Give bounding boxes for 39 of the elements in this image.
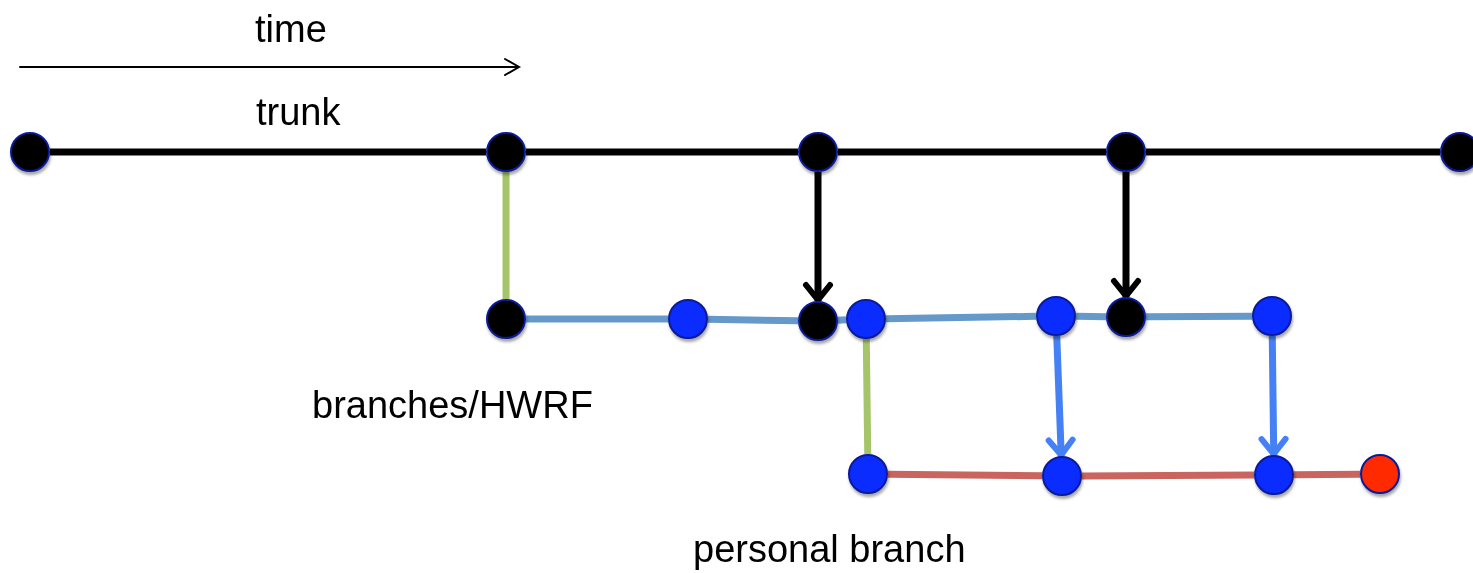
connector-line [1146, 148, 1440, 156]
connector-line [862, 338, 872, 455]
arrow [1111, 172, 1141, 299]
connector-line [1081, 471, 1255, 480]
connector-line [1293, 470, 1361, 479]
arrow [1258, 335, 1289, 457]
circle-node [1252, 296, 1292, 336]
connector-line [526, 315, 668, 323]
circle-node [798, 132, 838, 172]
circle-node [1036, 296, 1076, 336]
connector-line [707, 315, 799, 325]
connector-line [1075, 312, 1107, 321]
branch-label: personal branch [693, 530, 966, 568]
circle-node [486, 132, 526, 172]
circle-node [1106, 297, 1146, 337]
connector-line [526, 148, 798, 156]
circle-node [798, 301, 838, 341]
circle-node [846, 299, 886, 339]
axis-label: time [255, 10, 327, 48]
circle-node [1440, 132, 1473, 172]
circle-node [1360, 454, 1400, 494]
connector-line [887, 470, 1043, 480]
circle-node [10, 132, 50, 172]
branch-label: trunk [256, 93, 341, 131]
connector-line [50, 148, 486, 156]
circle-node [1106, 132, 1146, 172]
connector-line [837, 316, 847, 324]
connector-line [1145, 312, 1253, 321]
circle-node [848, 454, 888, 494]
connector-line [885, 312, 1037, 323]
circle-node [668, 299, 708, 339]
connector-line [838, 148, 1106, 156]
arrow [803, 172, 833, 303]
circle-node [1042, 456, 1082, 496]
connector-line [502, 172, 510, 299]
arrow [1045, 335, 1076, 458]
circle-node [1254, 455, 1294, 495]
circle-node [486, 299, 526, 339]
branch-label: branches/HWRF [312, 386, 593, 424]
